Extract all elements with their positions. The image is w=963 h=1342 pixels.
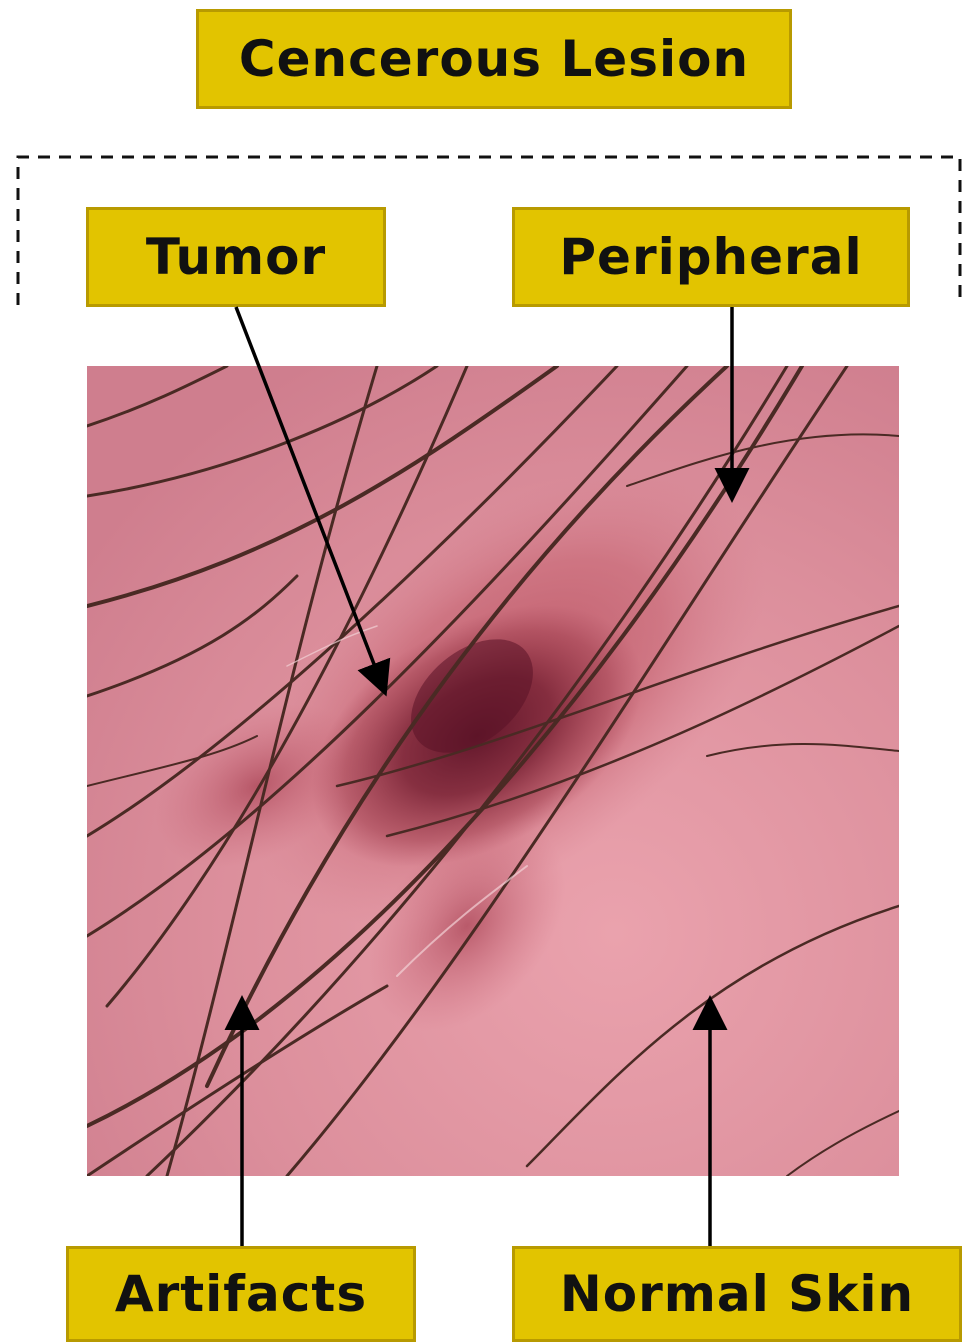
dermoscopy-image bbox=[87, 366, 899, 1176]
tumor-label: Tumor bbox=[86, 207, 386, 307]
peripheral-label: Peripheral bbox=[512, 207, 910, 307]
normal-skin-label: Normal Skin bbox=[512, 1246, 962, 1342]
artifacts-label: Artifacts bbox=[66, 1246, 416, 1342]
title-label: Cencerous Lesion bbox=[196, 9, 792, 109]
